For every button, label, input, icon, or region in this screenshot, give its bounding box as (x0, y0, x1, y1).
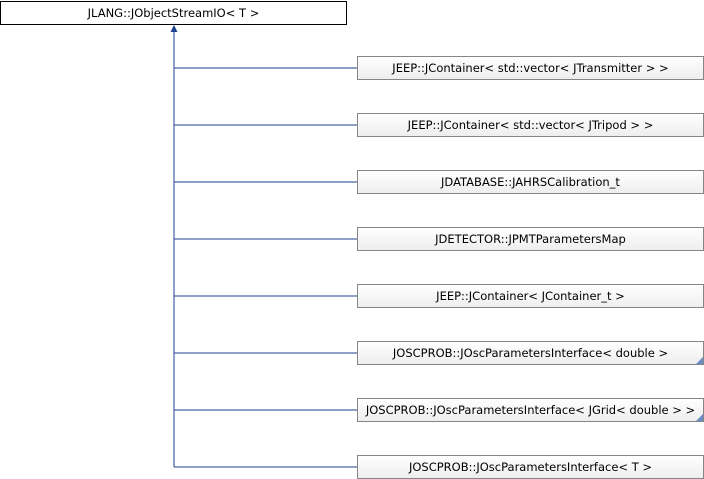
class-node-jcontainer-jcontainer-t[interactable]: JEEP::JContainer< JContainer_t > (357, 284, 704, 308)
class-node-jcontainer-jtripod[interactable]: JEEP::JContainer< std::vector< JTripod >… (357, 113, 704, 137)
class-node-jahrscalibration[interactable]: JDATABASE::JAHRSCalibration_t (357, 170, 704, 194)
class-node-label: JOSCPROB::JOscParametersInterface< T > (408, 460, 653, 474)
class-node-joscparametersinterface-jgrid[interactable]: JOSCPROB::JOscParametersInterface< JGrid… (357, 398, 704, 422)
class-node-label: JOSCPROB::JOscParametersInterface< doubl… (392, 346, 669, 360)
class-node-joscparametersinterface-double[interactable]: JOSCPROB::JOscParametersInterface< doubl… (357, 341, 704, 365)
class-node-label: JEEP::JContainer< std::vector< JTripod >… (407, 118, 654, 132)
class-node-label: JDATABASE::JAHRSCalibration_t (441, 175, 620, 189)
class-node-label: JEEP::JContainer< std::vector< JTransmit… (392, 61, 669, 75)
class-node-label: JEEP::JContainer< JContainer_t > (436, 289, 625, 303)
class-node-jpmtparametersmap[interactable]: JDETECTOR::JPMTParametersMap (357, 227, 704, 251)
class-node-jcontainer-jtransmitter[interactable]: JEEP::JContainer< std::vector< JTransmit… (357, 56, 704, 80)
class-node-label: JOSCPROB::JOscParametersInterface< JGrid… (365, 403, 696, 417)
class-node-joscparametersinterface-t[interactable]: JOSCPROB::JOscParametersInterface< T > (357, 455, 704, 479)
inheritance-arrowhead (170, 25, 178, 32)
class-node-label: JDETECTOR::JPMTParametersMap (435, 232, 626, 246)
class-node-label: JLANG::JObjectStreamIO< T > (87, 6, 260, 20)
class-node-jobjectstreamio[interactable]: JLANG::JObjectStreamIO< T > (0, 1, 347, 25)
